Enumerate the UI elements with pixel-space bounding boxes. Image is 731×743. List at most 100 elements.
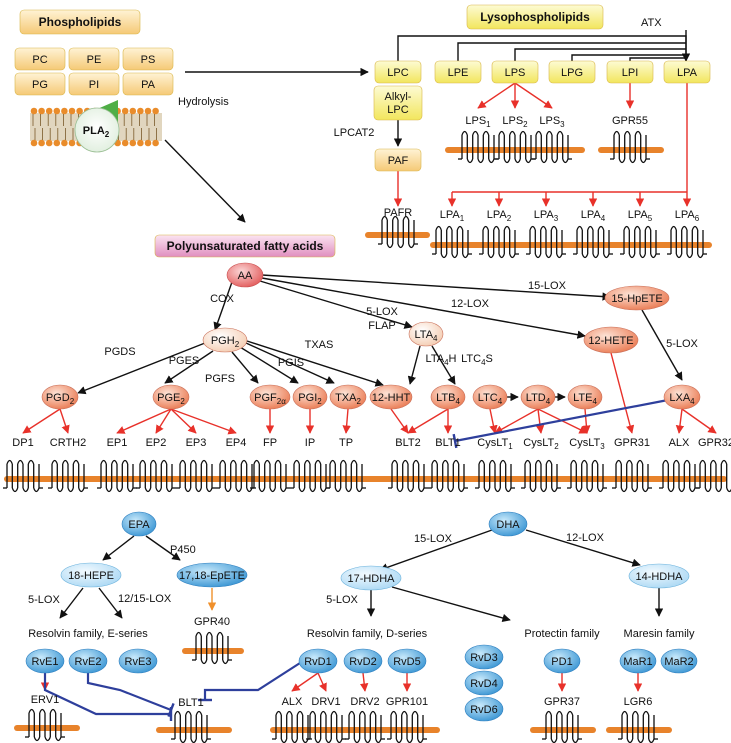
lipid-head [152,107,159,115]
aa-receptor-label: GPR31 [614,437,650,449]
lgr6-label: LGR6 [624,696,653,708]
rvd-node-4-label: RvD3 [470,652,498,664]
receptor-helices [482,225,516,259]
5lox-lxa4-label: 5-LOX [666,338,698,350]
p450-label: P450 [170,544,196,556]
phospholipid-pe-label: PE [87,54,102,66]
epete-node-label: 17,18-EpETE [179,570,245,582]
hydrolysis-label: Hydrolysis [178,96,229,108]
aa-receptor [475,459,515,493]
epa-node-label: EPA [128,519,150,531]
aa-to-pgh2 [213,281,233,331]
lipid-head [129,107,137,115]
lpa-receptor-label: LPA4 [581,209,606,223]
ltd4-node-label: LTD4 [526,392,551,406]
receptor-arrow [610,352,635,434]
receptor-arrow [155,408,172,434]
pla2-label: PLA2 [83,125,110,139]
receptor-helices [309,710,343,743]
15hpete-node-label: 15-HpETE [611,293,662,305]
phospholipid-pa-label: PA [141,79,156,91]
rvd-receptor-label: DRV2 [350,696,379,708]
receptor-arrow [494,408,539,434]
aa-receptor-label: TP [339,437,353,449]
rvd-receptor-label: ALX [282,696,303,708]
lpa-receptor [573,225,613,259]
aa-receptor-label: CRTH2 [50,437,86,449]
dha-5lox-label: 5-LOX [326,594,358,606]
lpa-receptor-label: LPA6 [675,209,700,223]
lpa-receptor [526,225,566,259]
rve-node-1 [25,648,65,674]
receptor-helices [431,459,465,493]
aa-receptor [388,459,428,493]
receptor-helices [529,225,563,259]
gpr55-label: GPR55 [612,115,648,127]
lpa-receptor [667,225,707,259]
rve-node-2 [68,648,108,674]
receptor-helices [329,459,363,493]
receptor-helices [535,130,569,164]
pgh2-to-pgf2a [231,351,259,384]
aa-receptor-label: BLT2 [395,437,420,449]
lipid-head [53,139,61,147]
aa-receptor [521,459,561,493]
alkyl-lpc-label: Alkyl- [385,91,412,103]
pgh2-to-pgd2 [77,342,206,395]
receptor-helices [174,710,208,743]
receptor-helices [28,708,62,742]
epa-to-18hepe [102,535,135,561]
lyso-lps [491,60,539,84]
pgd2-node [41,384,79,410]
lxa4-node [663,384,701,410]
receptor-helices [670,225,704,259]
dha-to-17hdha [379,529,493,572]
rve-node-1-label: RvE1 [32,656,59,668]
pd1-node [543,648,581,674]
17hdha-node [340,565,402,591]
12lox-label: 12-LOX [451,298,490,310]
lyso-lpi-label: LPI [622,67,639,79]
dha-node-label: DHA [496,519,520,531]
receptor-arrow [535,408,545,434]
pgh2-to-pge2 [164,350,214,384]
rvd-node-5 [464,670,504,696]
receptor-arrow [116,408,172,434]
lipid-head [129,139,137,147]
aa-receptor-label: EP2 [146,437,167,449]
lysophospholipids-header [466,4,604,30]
gpr40-membrane [182,648,244,654]
aa-receptor [48,459,88,493]
phospholipids-header-label: Phospholipids [39,15,122,29]
atx-line [571,54,686,61]
receptor-helices [195,631,229,665]
epa-node [121,511,157,537]
lipid-head [38,107,45,115]
atx-line [457,42,686,61]
lps-receptor [532,130,572,164]
phospholipid-pi-label: PI [89,79,99,91]
rvd1-to-drv1 [317,672,327,692]
txa2-node-label: TXA2 [335,392,361,406]
rvd-receptor-label: GPR101 [386,696,428,708]
phospholipid-pc [14,47,66,71]
rvd-receptor-label: DRV1 [311,696,340,708]
receptor-helices [51,459,85,493]
atx-label: ATX [641,17,662,29]
pgfs-label: PGFS [205,373,235,385]
epa-to-epete [145,535,181,561]
aa-receptor-label: FP [263,437,277,449]
phospholipid-pe [68,47,120,71]
aa-receptor [176,459,216,493]
hpete-to-lxa4 [641,309,683,381]
receptor-helices [435,225,469,259]
lta4-to-ltc4 [431,345,456,385]
cox-label: COX [210,293,235,305]
receptor-helices [478,459,512,493]
pgds-label: PGDS [104,346,135,358]
receptor-helices [570,459,604,493]
rve-node-2-label: RvE2 [75,656,102,668]
pgd2-node-label: PGD2 [46,392,75,406]
rvd-membrane [270,727,440,733]
lipid-head [38,139,45,147]
